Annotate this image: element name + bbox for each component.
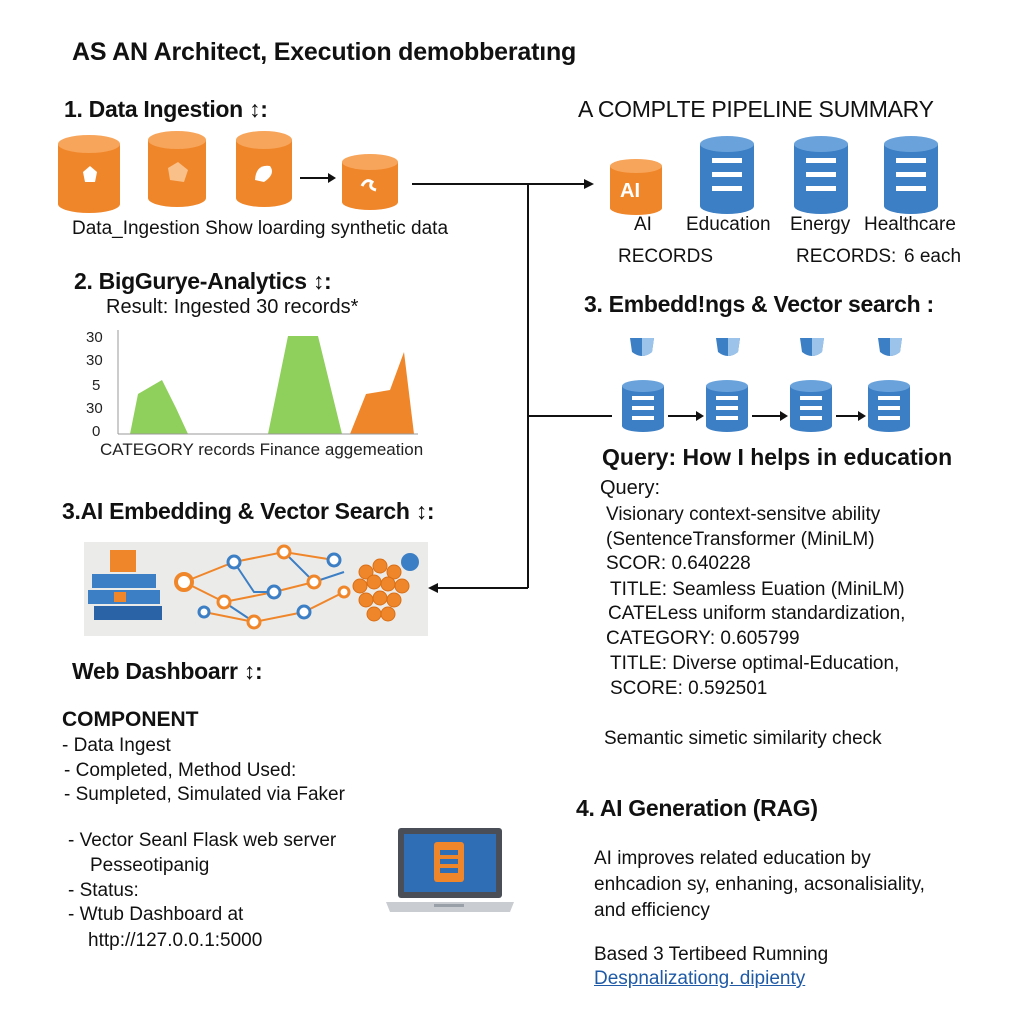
energy-database-icon — [794, 136, 848, 214]
orange-area — [350, 352, 414, 434]
query-label: Query: — [600, 477, 661, 499]
ingestion-caption: Data_Ingestion Show loarding synthetic d… — [72, 218, 449, 239]
vector-search-flow — [622, 338, 910, 432]
generation-line: and efficiency — [594, 900, 710, 921]
vector-db-icon — [790, 380, 832, 432]
laptop-icon — [386, 828, 514, 912]
up-down-arrow-icon: ↕: — [415, 498, 435, 524]
green-area — [118, 336, 342, 434]
ai-database-icon — [610, 159, 662, 215]
page-title: AS AN Architect, Execution demobberatıng — [72, 38, 577, 66]
shield-pie-icon — [716, 338, 740, 356]
summary-records-right: RECORDS: — [796, 246, 897, 267]
y-tick-label: 5 — [92, 377, 101, 394]
dashboard-line: - Data Ingest — [62, 735, 171, 756]
query-line: TITLE: Seamless Euation (MiniLM) — [610, 579, 905, 600]
query-line: SCORE: 0.592501 — [610, 678, 768, 699]
analytics-result: Result: Ingested 30 records* — [106, 296, 359, 318]
query-line: CATEGORY: 0.605799 — [606, 628, 800, 649]
summary-databases — [610, 136, 938, 215]
dashboard-url[interactable]: http://127.0.0.1:5000 — [88, 930, 263, 951]
dashboard-line: - Vector Seanl Flask web server — [68, 830, 337, 851]
vector-db-icon — [622, 380, 664, 432]
analytics-area-chart — [117, 330, 418, 435]
dashboard-line: - Wtub Dashboard at — [68, 904, 244, 925]
y-tick-label: 30 — [86, 352, 103, 369]
summary-heading: A COMPLTE PIPELINE SUMMARY — [578, 96, 934, 122]
generation-based: Based 3 Tertibeed Rumning — [594, 944, 829, 965]
analytics-caption: CATEGORY records Finance aggemeation — [100, 440, 424, 459]
summary-label-healthcare: Healthcare — [864, 214, 956, 235]
dashboard-line: Pesseotipanig — [90, 855, 210, 876]
summary-label-ai: AI — [634, 214, 652, 235]
arrow-right-icon — [668, 411, 866, 421]
shield-pie-icon — [800, 338, 824, 356]
query-line: Visionary context-sensitve ability — [606, 504, 881, 525]
y-tick-label: 30 — [86, 329, 103, 346]
y-tick-label: 0 — [92, 423, 101, 440]
similarity-check: Semantic simetic similarity check — [604, 728, 882, 749]
healthcare-database-icon — [884, 136, 938, 214]
network-nodes — [174, 544, 351, 630]
database-cylinder-icon — [148, 131, 206, 207]
up-down-arrow-icon: ↕: — [243, 658, 263, 684]
dashboard-heading: Web Dashboarr ↕: — [72, 658, 263, 684]
y-tick-label: 30 — [86, 400, 103, 417]
shield-pie-icon — [878, 338, 902, 356]
vector-db-icon — [868, 380, 910, 432]
component-label: COMPONENT — [62, 708, 199, 731]
dashboard-line: - Completed, Method Used: — [64, 760, 297, 781]
embedding-left-heading: 3.AI Embedding & Vector Search ↕: — [62, 498, 435, 524]
generation-line: AI improves related education by — [594, 848, 871, 869]
generation-heading: 4. AI Generation (RAG) — [576, 795, 818, 821]
database-cylinder-icon — [342, 154, 398, 210]
analytics-heading: 2. BigGurye-Analytics ↕: — [74, 268, 332, 294]
embedding-right-heading: 3. Embedd!ngs & Vector search : — [584, 291, 934, 317]
database-cylinder-icon — [236, 131, 292, 207]
embedding-network-illustration — [84, 542, 428, 636]
query-line: SCOR: 0.640228 — [606, 553, 751, 574]
dashboard-line: - Sumpleted, Simulated via Faker — [64, 784, 345, 805]
generation-link[interactable]: Despnalizationg. dipienty — [594, 968, 806, 989]
query-heading: Query: How I helps in education — [602, 444, 953, 470]
vector-cluster-icon — [352, 558, 410, 622]
summary-label-energy: Energy — [790, 214, 851, 235]
summary-label-education: Education — [686, 214, 771, 235]
dashboard-line: - Status: — [68, 880, 139, 901]
query-line: CATELess uniform standardization, — [608, 603, 906, 624]
ingestion-heading: 1. Data Ingestion ↕: — [64, 96, 268, 122]
up-down-arrow-icon: ↕: — [312, 268, 332, 294]
ingestion-cylinders — [58, 131, 398, 213]
ai-badge: AI — [620, 180, 640, 202]
database-cylinder-icon — [58, 135, 120, 213]
generation-line: enhcadion sy, enhaning, acsonalisiality, — [594, 874, 925, 895]
query-line: TITLE: Diverse optimal-Education, — [610, 653, 900, 674]
education-database-icon — [700, 136, 754, 214]
query-line: (SentenceTransformer (MiniLM) — [606, 529, 875, 550]
summary-records-count: 6 each — [904, 246, 962, 267]
shield-pie-icon — [630, 338, 654, 356]
summary-records-left: RECORDS — [618, 246, 714, 267]
vector-db-icon — [706, 380, 748, 432]
up-down-arrow-icon: ↕: — [249, 96, 268, 122]
arrow-right-icon — [300, 173, 336, 183]
server-stack-icon — [88, 550, 162, 620]
